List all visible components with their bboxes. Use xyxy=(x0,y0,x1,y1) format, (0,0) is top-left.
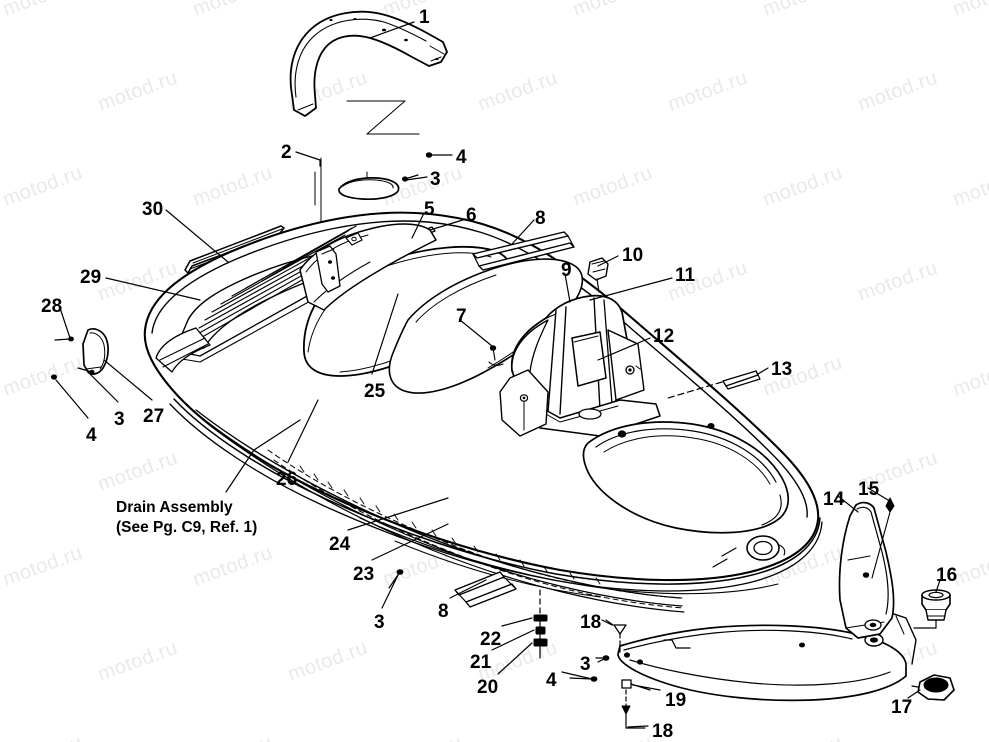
callout-number: 30 xyxy=(142,199,164,220)
callout-number: 26 xyxy=(276,469,298,490)
callout-number: 19 xyxy=(665,690,687,711)
callout-number: 23 xyxy=(353,564,375,585)
callout-number: 4 xyxy=(546,670,557,691)
callout-number: 11 xyxy=(675,265,696,286)
callout-number: 24 xyxy=(329,534,351,555)
callout-number: 21 xyxy=(470,652,492,673)
callout-number: 8 xyxy=(438,601,449,622)
callout-number: 2 xyxy=(281,142,292,163)
callout-number: 3 xyxy=(114,409,125,430)
callout-number: 12 xyxy=(653,326,675,347)
callout-number: 4 xyxy=(456,147,467,168)
callout-number: 29 xyxy=(80,267,102,288)
callout-number: 3 xyxy=(430,169,441,190)
callout-number: 8 xyxy=(535,208,546,229)
callout-number: 16 xyxy=(936,565,958,586)
callout-number: 17 xyxy=(891,697,913,718)
callout-number: 18 xyxy=(580,612,602,633)
callout-number: 14 xyxy=(823,489,845,510)
callout-number: 28 xyxy=(41,296,63,317)
callout-number: 18 xyxy=(652,721,674,742)
callout-number: 13 xyxy=(771,359,793,380)
diagram-note: Drain Assembly (See Pg. C9, Ref. 1) xyxy=(116,498,257,538)
note-line-1: Drain Assembly xyxy=(116,499,233,516)
callout-number: 15 xyxy=(858,479,880,500)
note-line-2: (See Pg. C9, Ref. 1) xyxy=(116,518,258,536)
callout-number: 5 xyxy=(424,199,435,220)
callout-number: 10 xyxy=(622,245,644,266)
callout-number: 27 xyxy=(143,406,165,427)
callout-number: 3 xyxy=(374,612,385,633)
callout-number: 9 xyxy=(561,260,572,281)
callout-number: 25 xyxy=(364,381,386,402)
callout-number: 1 xyxy=(419,7,430,28)
callout-number: 20 xyxy=(477,677,499,698)
callout-number: 7 xyxy=(456,306,467,327)
callout-number: 4 xyxy=(86,425,97,446)
callout-number: 3 xyxy=(580,654,591,675)
callout-number: 6 xyxy=(466,205,477,226)
callout-number: 22 xyxy=(480,629,502,650)
